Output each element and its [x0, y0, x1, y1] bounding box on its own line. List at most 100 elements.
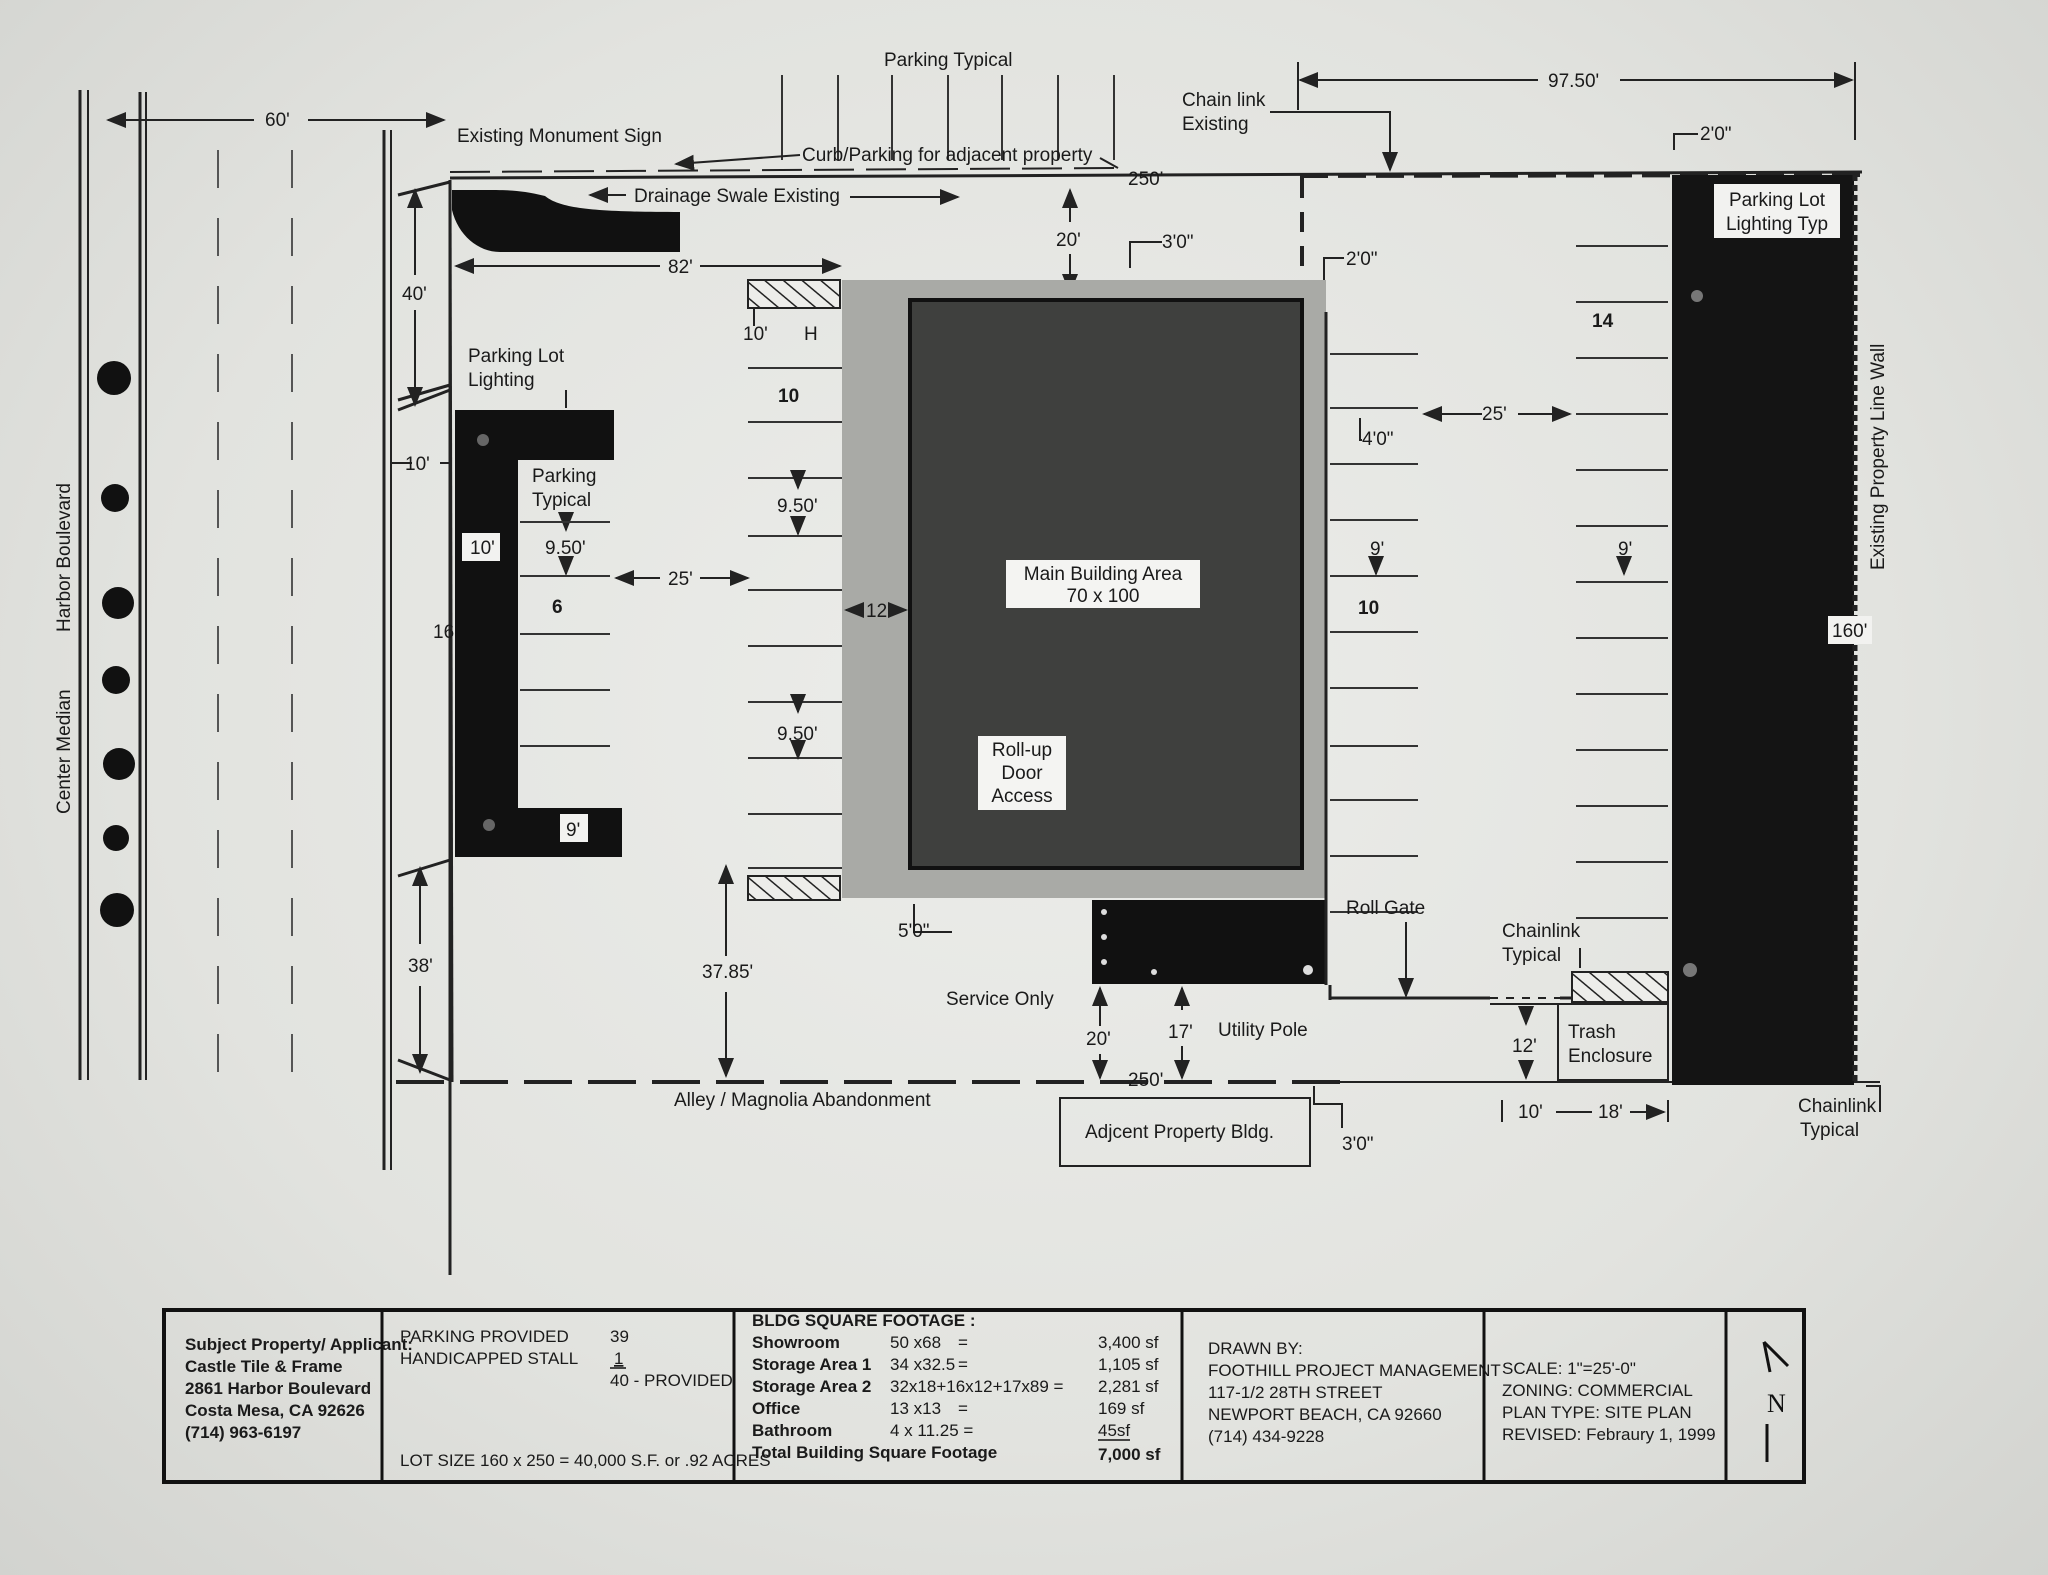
dim-9-a-label: 9' — [1370, 539, 1384, 560]
median-trees — [97, 361, 135, 927]
dim-3ft-top-label: 3'0" — [1162, 232, 1194, 253]
north-label: N — [1767, 1389, 1786, 1418]
dim-160-label: 160' — [1832, 621, 1867, 642]
footage-row-2-name: Storage Area 2 — [752, 1377, 871, 1396]
drawn-by-line-4: NEWPORT BEACH, CA 92660 — [1208, 1405, 1442, 1424]
dim-9-b-label: 9' — [1618, 539, 1632, 560]
footage-row-4-calc: 4 x 11.25 = — [890, 1421, 973, 1440]
drainage-swale-label: Drainage Swale Existing — [634, 186, 840, 207]
footage-row-3-eq: = — [958, 1399, 968, 1418]
scale-line-2: ZONING: COMMERCIAL — [1502, 1381, 1693, 1400]
parking-typical-label-2: Typical — [532, 490, 591, 511]
parking-provided-label: PARKING PROVIDED — [400, 1327, 569, 1346]
monument-sign — [452, 190, 680, 252]
dim-9-50-a-label: 9.50' — [545, 538, 586, 559]
stall-count-14: 14 — [1592, 311, 1614, 332]
applicant-line-1: Subject Property/ Applicant: — [185, 1335, 413, 1354]
scale-line-3: PLAN TYPE: SITE PLAN — [1502, 1403, 1692, 1422]
stall-count-10-west: 10 — [778, 386, 799, 407]
handicapped-label: HANDICAPPED STALL — [400, 1349, 578, 1368]
harbor-boulevard — [78, 90, 452, 1275]
dim-2ft-top-label: 2'0" — [1700, 124, 1732, 145]
dim-10-h-label: 10' — [743, 324, 768, 345]
dim-20-top-label: 20' — [1056, 230, 1081, 251]
dim-250-bottom-label: 250' — [1128, 1070, 1163, 1091]
dim-97-50-label: 97.50' — [1548, 71, 1599, 92]
scale-line-1: SCALE: 1"=25'-0" — [1502, 1359, 1636, 1378]
trash-enclosure — [1557, 1003, 1669, 1081]
dim-12-label: 12' — [866, 601, 891, 622]
handicap-h-label: H — [804, 324, 818, 345]
footage-row-2-value: 2,281 sf — [1098, 1377, 1159, 1396]
west-stall-lines — [520, 521, 610, 747]
dim-38-label: 38' — [408, 956, 433, 977]
alley-label: Alley / Magnolia Abandonment — [674, 1090, 931, 1111]
parking-provided-value: 39 — [610, 1327, 629, 1346]
service-area — [1092, 900, 1326, 984]
chain-link-label-2: Existing — [1182, 114, 1249, 135]
footage-row-3-value: 169 sf — [1098, 1399, 1145, 1418]
dim-3ft-bottom-label: 3'0" — [1342, 1134, 1374, 1155]
dim-20-bottom-label: 20' — [1086, 1029, 1111, 1050]
hatched-area-bottom — [747, 875, 841, 901]
trash-enclosure-label-2: Enclosure — [1568, 1046, 1653, 1067]
title-block: Subject Property/ Applicant: Castle Tile… — [162, 1308, 1806, 1484]
footage-row-0-calc: 50 x68 — [890, 1333, 941, 1352]
monument-sign-label: Existing Monument Sign — [457, 126, 662, 147]
dim-2ft-right-label: 2'0" — [1346, 249, 1378, 270]
building-west-stall-lines — [748, 367, 842, 869]
dim-25-left-label: 25' — [668, 569, 693, 590]
lighting-typ-label-1: Parking Lot — [1729, 190, 1826, 211]
dim-160-box — [1828, 616, 1872, 644]
footage-row-0-value: 3,400 sf — [1098, 1333, 1159, 1352]
light-pole-1 — [477, 434, 489, 446]
chainlink-typical-b-label-2: Typical — [1800, 1120, 1859, 1141]
parking-stall-lines-top — [781, 75, 1115, 160]
footage-row-2-calc: 32x18+16x12+17x89 = — [890, 1377, 1064, 1396]
chainlink-typical-label-1: Chainlink — [1502, 921, 1581, 942]
footage-row-3-calc: 13 x13 — [890, 1399, 941, 1418]
trash-enclosure-label-1: Trash — [1568, 1022, 1616, 1043]
footage-row-0-name: Showroom — [752, 1333, 840, 1352]
chain-link-label-1: Chain link — [1182, 90, 1266, 111]
footage-row-3-name: Office — [752, 1399, 800, 1418]
parking-typical-label-1: Parking — [532, 466, 596, 487]
east-stall-lines-outer — [1576, 245, 1668, 919]
east-landscape-strip — [1672, 175, 1854, 1085]
parking-total: 40 - PROVIDED — [610, 1371, 733, 1390]
parking-lot-lighting-2: Lighting — [468, 370, 535, 391]
footage-heading: BLDG SQUARE FOOTAGE : — [752, 1311, 976, 1330]
main-building-label-box — [1006, 560, 1200, 608]
dim-17-label: 17' — [1168, 1022, 1193, 1043]
light-pole-3 — [1691, 290, 1703, 302]
utility-pole-label: Utility Pole — [1218, 1020, 1308, 1041]
parking-lot-lighting-1: Parking Lot — [468, 346, 565, 367]
dim-40-label: 40' — [402, 284, 427, 305]
drawn-by-line-2: FOOTHILL PROJECT MANAGEMENT — [1208, 1361, 1501, 1380]
footage-row-1-eq: = — [958, 1355, 968, 1374]
main-building-label-2: 70 x 100 — [1067, 586, 1140, 607]
drawn-by-line-5: (714) 434-9228 — [1208, 1427, 1324, 1446]
drawn-by-line-1: DRAWN BY: — [1208, 1339, 1303, 1358]
dim-16-label: 16 — [433, 622, 454, 643]
dim-4ft-label: 4'0" — [1362, 429, 1394, 450]
chainlink-typical-label-2: Typical — [1502, 945, 1561, 966]
dim-60-label: 60' — [265, 110, 290, 131]
center-median-label: Center Median — [54, 689, 75, 814]
dim-18-label: 18' — [1598, 1102, 1623, 1123]
footage-row-1-calc: 34 x32.5 — [890, 1355, 955, 1374]
dim-250-top-label: 250' — [1128, 169, 1163, 190]
footage-row-4-value: 45sf — [1098, 1421, 1130, 1440]
east-stall-lines-inner — [1330, 353, 1418, 913]
adjacent-property-building — [1059, 1097, 1311, 1167]
footage-block: BLDG SQUARE FOOTAGE : Showroom 50 x68 = … — [752, 1311, 1161, 1464]
main-building-label-1: Main Building Area — [1024, 564, 1183, 585]
applicant-block: Subject Property/ Applicant: Castle Tile… — [185, 1335, 413, 1442]
footage-row-0-eq: = — [958, 1333, 968, 1352]
dim-9-50-c-label: 9.50' — [777, 724, 818, 745]
rollup-door-label-1: Roll-up — [992, 740, 1052, 761]
footage-row-1-value: 1,105 sf — [1098, 1355, 1159, 1374]
footage-total-label: Total Building Square Footage — [752, 1443, 997, 1462]
north-arrow-icon: N — [1762, 1340, 1790, 1462]
existing-wall-label: Existing Property Line Wall — [1868, 344, 1889, 570]
